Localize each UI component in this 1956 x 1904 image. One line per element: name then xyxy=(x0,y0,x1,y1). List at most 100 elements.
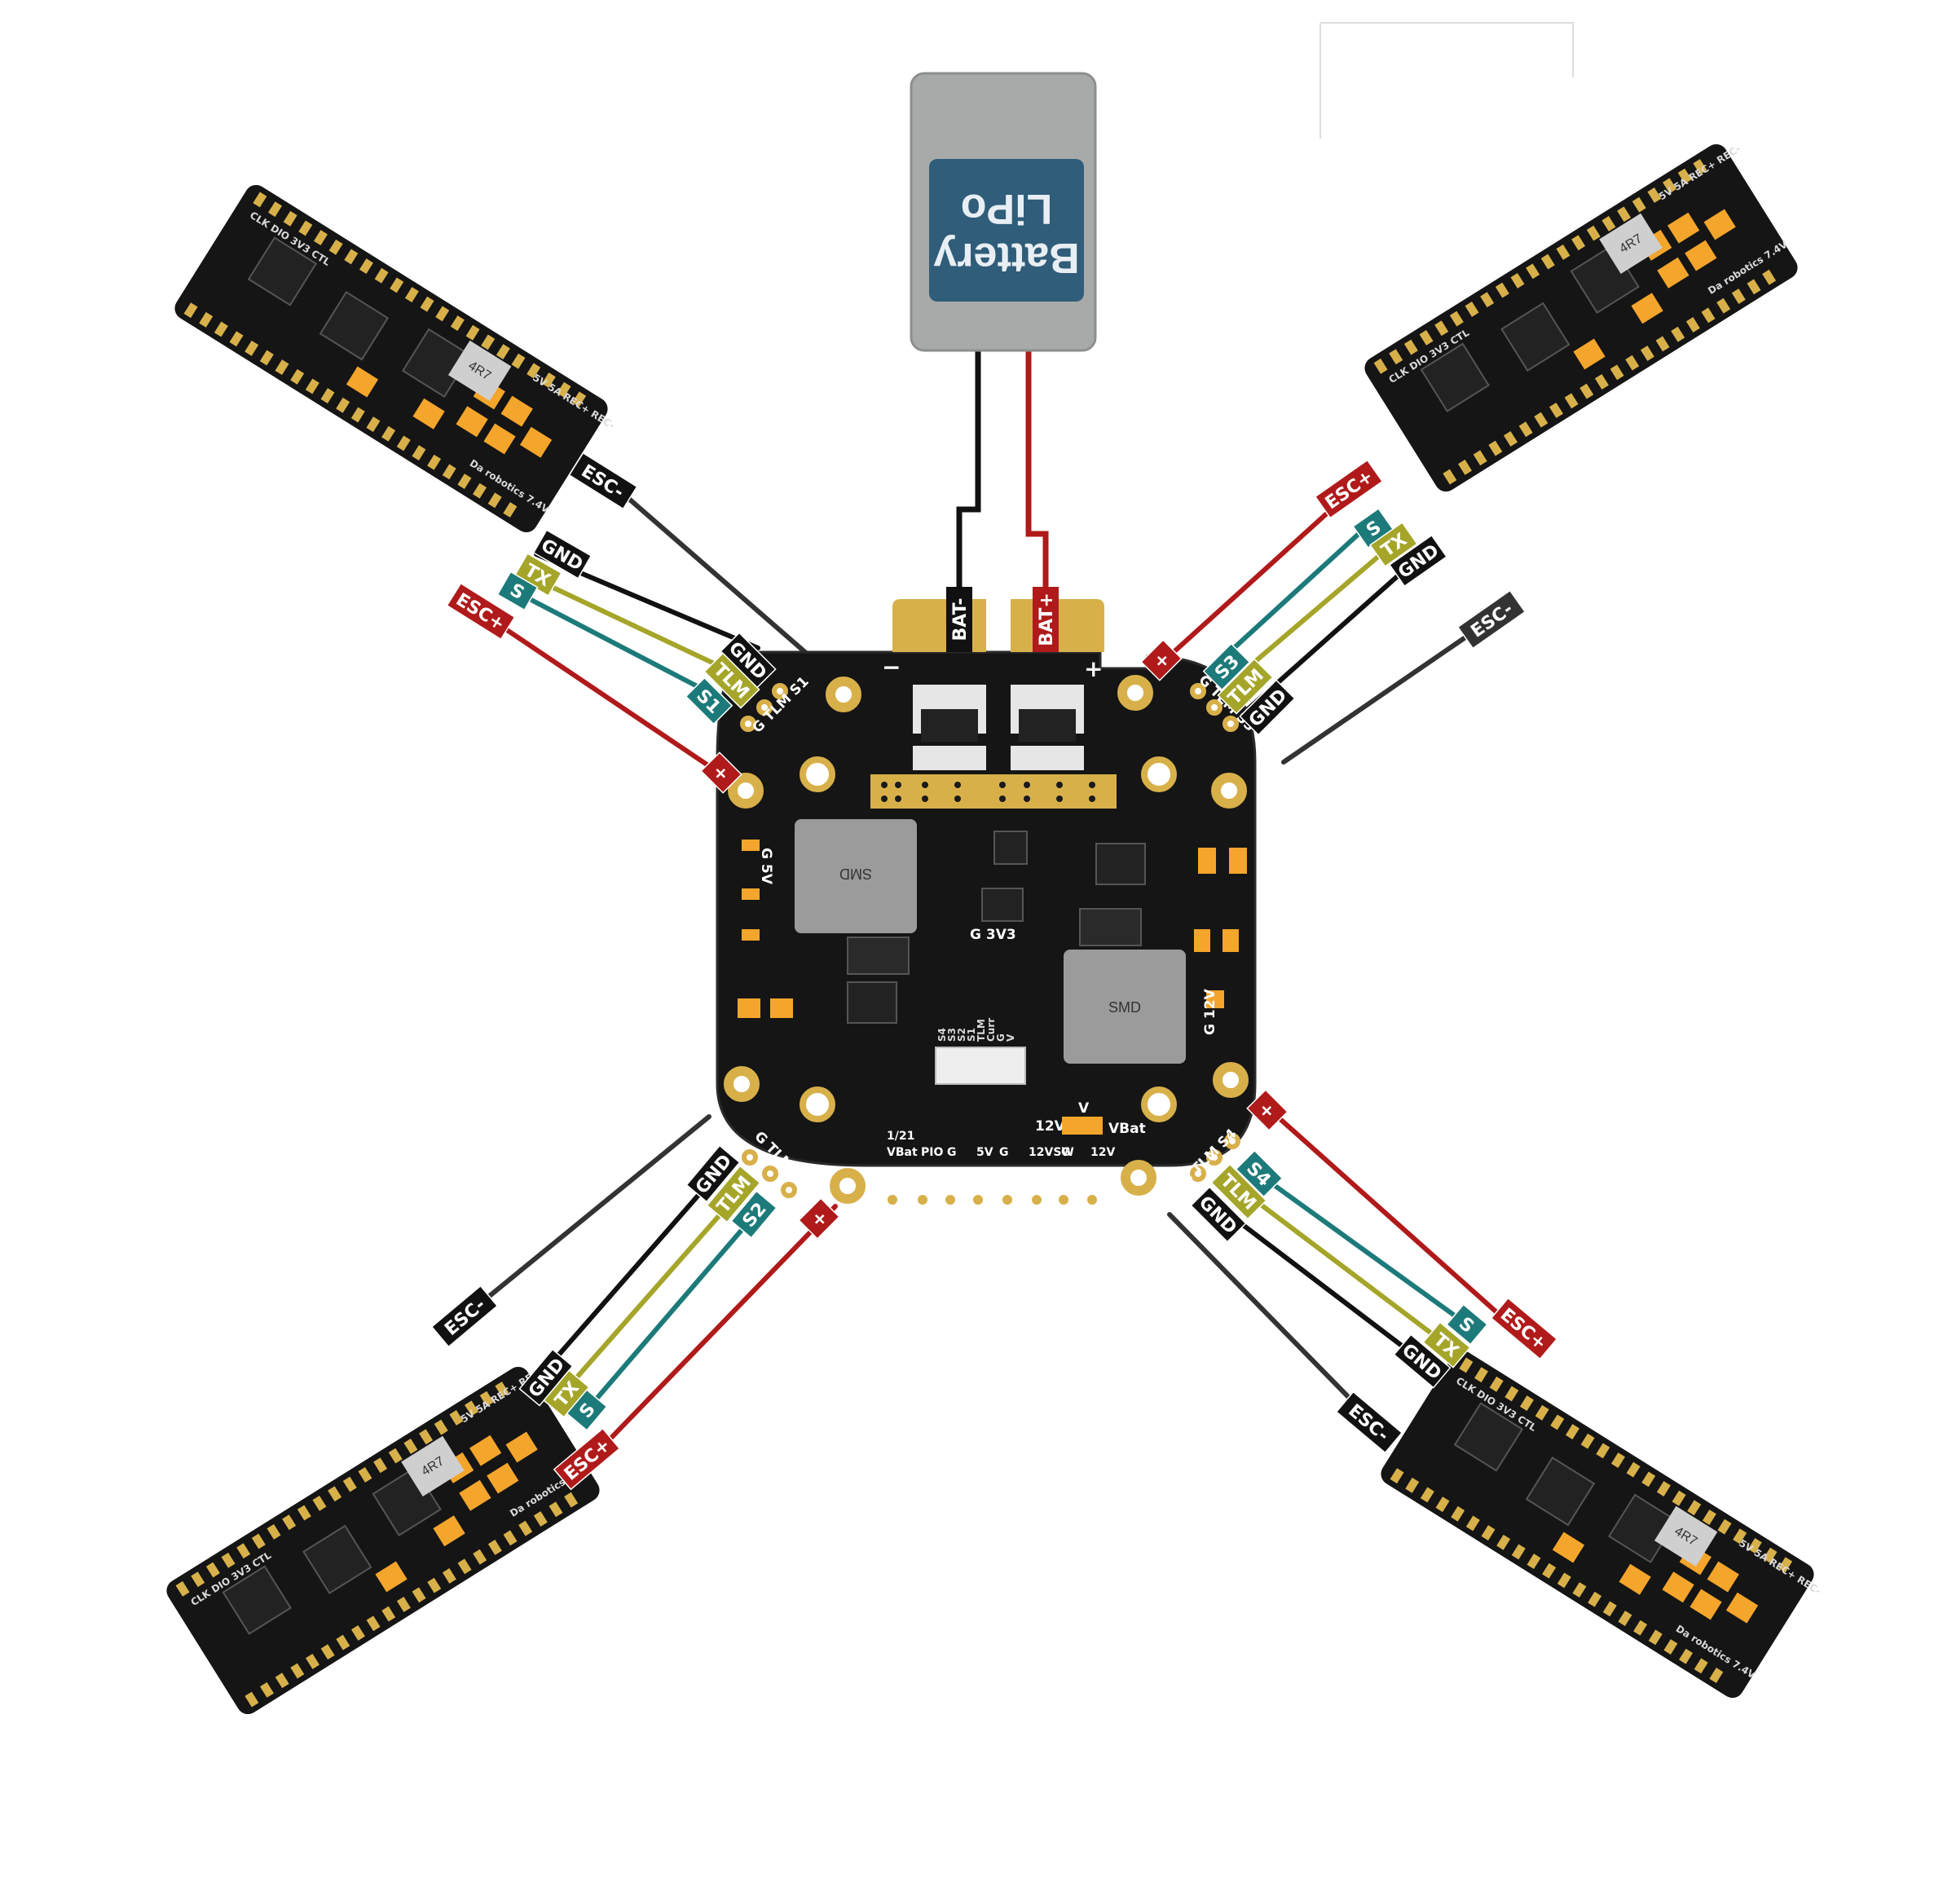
esc-edge-pad xyxy=(465,324,480,341)
mount-hole xyxy=(800,1086,835,1122)
label-sel-v: V xyxy=(1078,1100,1090,1117)
esc-chip xyxy=(319,291,390,361)
esc-edge-pad xyxy=(268,201,282,218)
bl-esc-pos-wire xyxy=(584,1204,838,1465)
pad-br-pos xyxy=(1213,1062,1249,1098)
esc-edge-pad xyxy=(533,1511,548,1527)
esc-edge-pad xyxy=(526,363,541,379)
mount-hole xyxy=(800,756,835,792)
esc-mosfet-pad xyxy=(1725,1592,1759,1624)
label-g-5v: G 5V xyxy=(758,848,774,885)
esc-edge-pad xyxy=(548,1501,563,1518)
esc-edge-pad xyxy=(1632,196,1646,213)
plus-sign: + xyxy=(1084,655,1103,682)
esc-inductor xyxy=(1599,213,1663,274)
pad-br-neg xyxy=(1121,1160,1156,1196)
esc-edge-pad xyxy=(1716,298,1731,314)
esc-edge-pad xyxy=(1435,1496,1450,1513)
esc-edge-pad xyxy=(420,296,434,312)
esc-edge-pad xyxy=(381,1606,396,1622)
esc-edge-pad xyxy=(1594,374,1609,390)
esc-edge-pad xyxy=(473,1549,487,1565)
pad-tr-neg xyxy=(1211,773,1247,809)
esc-edge-pad xyxy=(1405,1477,1420,1493)
esc-edge-pad xyxy=(1449,311,1464,327)
esc-edge-pad xyxy=(1542,1562,1557,1579)
esc-edge-pad xyxy=(1679,1648,1694,1664)
tl-s1-wire xyxy=(507,586,728,703)
pad-row2-label: S1 xyxy=(970,1179,986,1192)
esc-chip xyxy=(1525,1457,1596,1527)
esc-edge-pad xyxy=(557,381,571,398)
esc-edge-pad xyxy=(1403,339,1418,355)
esc-edge-pad xyxy=(518,1520,533,1536)
esc-edge-pad xyxy=(1526,263,1540,280)
esc-edge-pad xyxy=(1419,329,1434,346)
esc-edge-pad xyxy=(457,474,472,489)
esc-edge-pad xyxy=(1663,1639,1678,1655)
esc-edge-pad xyxy=(1694,1658,1708,1674)
pad-bl-neg xyxy=(724,1066,760,1102)
esc-edge-pad xyxy=(1481,1525,1496,1541)
esc-edge-pad xyxy=(1626,1461,1641,1478)
esc-edge-pad xyxy=(572,391,587,408)
battery-pos-wire xyxy=(1025,347,1049,602)
tr-esc-pos-wire xyxy=(1153,495,1347,671)
esc-mosfet-pad xyxy=(1703,209,1736,240)
esc-edge-pad xyxy=(1518,421,1533,438)
lipo-battery: Battery LiPo xyxy=(910,72,1097,352)
esc-edge-pad xyxy=(314,230,328,246)
wire-tag-tx: TX xyxy=(1422,1321,1471,1368)
esc-edge-pad xyxy=(1520,1395,1534,1412)
label-sel-vbat: VBat xyxy=(1108,1121,1146,1137)
mount-hole xyxy=(1141,1086,1177,1122)
esc-inductor xyxy=(1654,1505,1718,1567)
wire-tag-esc_pos: ESC+ xyxy=(1490,1297,1558,1360)
esc-edge-pad xyxy=(404,287,419,302)
esc-edge-pad xyxy=(1389,349,1403,365)
esc-mosfet-pad xyxy=(1707,1561,1739,1593)
esc-inductor xyxy=(447,340,512,401)
esc-edge-pad xyxy=(1655,336,1670,352)
connector-pin-label: G xyxy=(995,1034,1007,1042)
esc-edge-pad xyxy=(564,1492,579,1508)
esc-mosfet-pad xyxy=(519,426,553,458)
esc-edge-pad xyxy=(344,249,359,265)
wire-tag-esc_neg: ESC- xyxy=(1335,1391,1403,1454)
pad-row1-label: G xyxy=(1061,1146,1071,1159)
esc-edge-pad xyxy=(259,350,274,366)
esc-edge-pad xyxy=(450,315,465,331)
tag-bat-neg: BAT- xyxy=(946,587,972,652)
esc-edge-pad xyxy=(221,1552,236,1568)
esc-mosfet-pad xyxy=(1573,338,1606,370)
esc-mosfet-pad xyxy=(1619,1563,1651,1595)
esc-edge-pad xyxy=(366,416,381,432)
esc-edge-pad xyxy=(1550,1414,1565,1430)
wire-tag-tx: TX xyxy=(513,553,562,597)
mount-hole xyxy=(1141,756,1177,792)
esc-edge-pad xyxy=(1504,430,1518,447)
esc-edge-pad xyxy=(229,331,244,347)
esc-edge-pad xyxy=(1488,440,1503,456)
wires xyxy=(462,347,1526,1465)
esc-edge-pad xyxy=(1747,279,1761,295)
esc-edge-pad xyxy=(396,1597,411,1612)
pad-bl-pos xyxy=(830,1168,866,1204)
esc-edge-pad xyxy=(1685,317,1700,333)
wire-tag-s4: S4 xyxy=(1235,1149,1284,1198)
esc-edge-pad xyxy=(336,397,350,413)
esc-edge-pad xyxy=(1709,1668,1724,1683)
esc-edge-pad xyxy=(479,1391,494,1407)
esc-edge-pad xyxy=(1747,1538,1762,1554)
esc-edge-pad xyxy=(1618,1611,1632,1626)
label-g-12v: G 12V xyxy=(1202,988,1218,1035)
esc-edge-pad xyxy=(1465,1515,1480,1532)
esc-edge-pad xyxy=(350,1624,365,1641)
wire-tag-s: S xyxy=(1446,1303,1488,1346)
esc-edge-pad xyxy=(1510,272,1525,289)
esc-edge-pad xyxy=(282,1514,297,1531)
esc-edge-pad xyxy=(1572,1582,1587,1598)
esc-edge-pad xyxy=(1633,1620,1648,1636)
reference-frame xyxy=(1319,22,1574,139)
pad-row2-label: Curr xyxy=(1029,1179,1056,1192)
